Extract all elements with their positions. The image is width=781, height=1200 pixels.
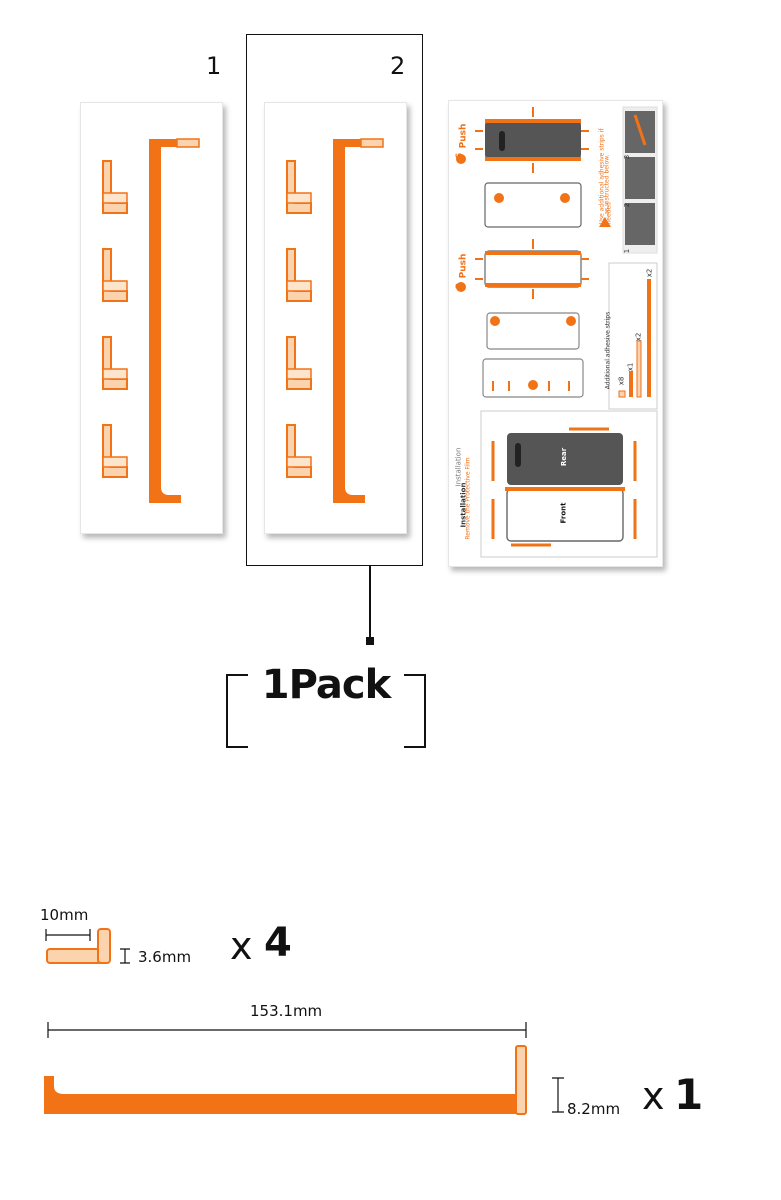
l-strip <box>286 160 312 214</box>
small-l-strip <box>46 928 111 964</box>
qty-x8: x8 <box>617 376 626 386</box>
small-strip-height-label: 3.6mm <box>138 948 192 966</box>
adhesive-strips-graphic <box>102 138 200 503</box>
push-3-label: Push <box>458 253 469 279</box>
adhesive-sheet-2 <box>264 102 407 534</box>
pack-bracket-right <box>404 674 426 748</box>
frame-push-illustration <box>475 239 589 299</box>
l-strip <box>102 336 128 390</box>
adhesive-sheet-1 <box>80 102 223 534</box>
l-strip <box>286 248 312 302</box>
remove-film-text: Remove the Protective Film <box>464 457 472 540</box>
sheet-number-1: 1 <box>206 52 222 80</box>
long-strip-qty-x: x <box>642 1074 665 1118</box>
step-3-label: 3 <box>623 154 632 160</box>
case-illustration <box>484 182 582 228</box>
long-strip-qty: 1 <box>674 1070 704 1119</box>
step-3-badge <box>456 282 466 292</box>
additional-steps-illustration <box>622 106 658 254</box>
case-open-illustration <box>486 312 580 350</box>
long-strip-dimension-graphic <box>44 1022 564 1115</box>
warning-icon <box>599 217 611 227</box>
long-strip-length-label: 153.1mm <box>250 1002 323 1020</box>
long-strip <box>333 138 384 503</box>
installation-subtitle: Installation <box>454 447 463 487</box>
long-strip <box>44 1045 527 1115</box>
connector-dot <box>366 637 374 645</box>
small-strip-width-label: 10mm <box>40 906 89 924</box>
instruction-illustrations <box>456 106 658 558</box>
step-1-label: 1 <box>623 248 632 254</box>
step-2-label: 2 <box>623 202 632 208</box>
additional-strips-box <box>608 262 658 410</box>
l-strip <box>102 424 128 478</box>
instruction-sheet: 6 Push 3 Push Rear Front Installation In… <box>448 100 663 567</box>
phone-rear-push-illustration <box>475 107 589 173</box>
l-strip <box>102 160 128 214</box>
installation-box <box>480 410 658 558</box>
l-strip <box>286 424 312 478</box>
small-strip-dimension-graphic <box>45 928 130 964</box>
l-strip <box>286 336 312 390</box>
step-6-badge <box>456 154 466 164</box>
connector-line <box>369 566 371 638</box>
qty-x1: x1 <box>626 362 635 372</box>
l-strip <box>102 248 128 302</box>
qty-x2b: x2 <box>645 268 654 278</box>
long-strip-height-label: 8.2mm <box>567 1100 621 1118</box>
small-strip-qty-x: x <box>230 924 253 968</box>
qty-x2a: x2 <box>634 332 643 342</box>
pack-bracket-left <box>226 674 248 748</box>
additional-strips-text: Additional adhesive strips <box>604 311 612 390</box>
case-bottom-illustration <box>482 358 584 398</box>
step-3-number: 3 <box>455 282 466 290</box>
long-strip <box>149 138 200 503</box>
step-6-number: 6 <box>455 152 466 160</box>
selected-sheet-frame <box>246 34 423 566</box>
push-6-label: Push <box>458 123 469 149</box>
as-instructed-text: as instructed below. <box>603 154 611 215</box>
adhesive-strips-graphic <box>286 138 384 503</box>
front-label: Front <box>559 502 568 524</box>
small-strip-qty: 4 <box>264 920 292 966</box>
sheet-number-2: 2 <box>390 52 406 80</box>
pack-label: 1Pack <box>261 662 391 708</box>
rear-label: Rear <box>560 447 569 467</box>
